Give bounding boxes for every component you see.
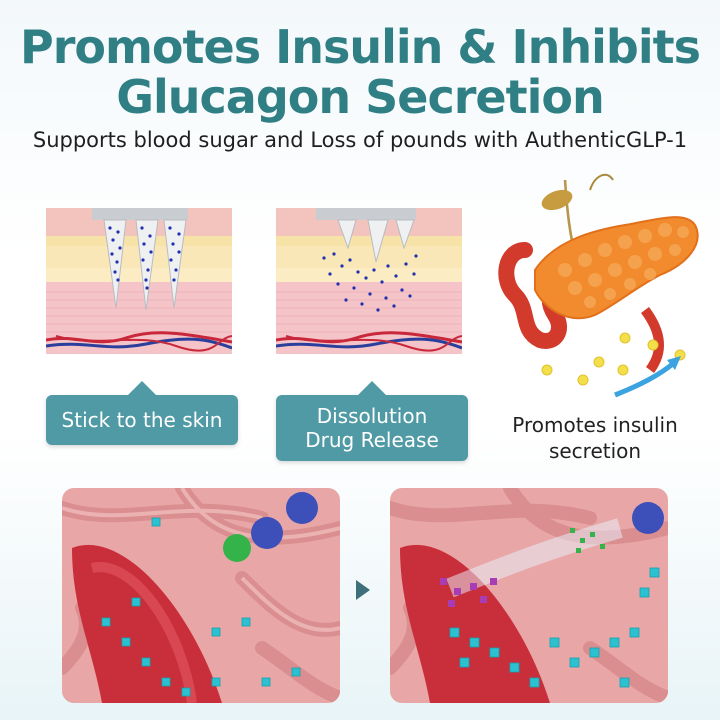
page-subtitle: Supports blood sugar and Loss of pounds … [32,128,688,152]
label-pointer-1 [128,381,156,395]
pancreas-caption-line-2: secretion [548,439,642,463]
dissolution-label: Dissolution Drug Release [276,381,468,461]
transition-arrow-icon [356,580,370,600]
pancreas-caption-line-1: Promotes insulin [512,413,678,437]
skin-insertion-illustration [46,208,232,354]
blood-vessel-after-illustration [390,488,668,703]
dissolution-illustration [276,208,462,354]
step-2-text-line-2: Drug Release [305,428,439,452]
step-1-text: Stick to the skin [61,408,223,432]
pancreas-illustration [495,170,705,400]
label-pointer-2 [358,381,386,395]
step-2-text-line-1: Dissolution [316,404,428,428]
blood-vessel-before-illustration [62,488,340,703]
stick-to-skin-label: Stick to the skin [46,381,238,445]
page-title: Promotes Insulin & Inhibits Glucagon Sec… [0,22,720,122]
pancreas-caption: Promotes insulin secretion [490,412,700,464]
title-line-2: Glucagon Secretion [116,70,604,124]
title-line-1: Promotes Insulin & Inhibits [20,20,701,74]
